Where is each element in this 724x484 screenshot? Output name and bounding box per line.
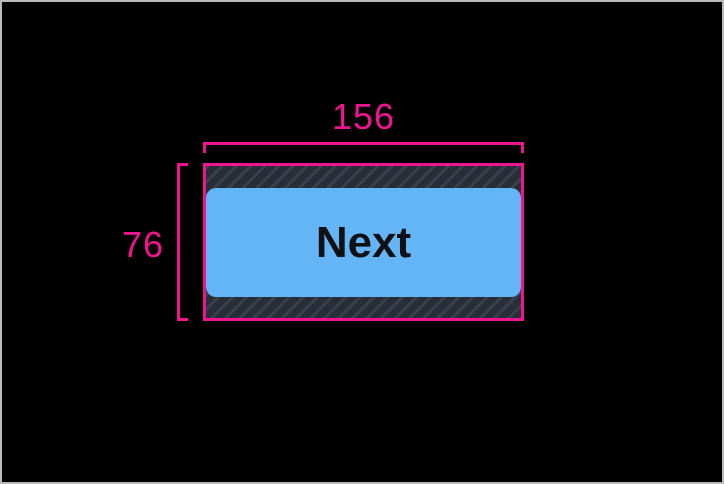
height-dimension-label: 76 [121,224,164,265]
selection-bounds-box: Next [203,163,524,321]
width-measure-bracket [203,142,524,153]
width-dimension-label: 156 [331,96,396,137]
padding-hatch-area: Next [206,166,521,318]
next-button[interactable]: Next [206,188,521,297]
height-measure-bracket [177,163,188,321]
next-button-label: Next [315,217,412,267]
